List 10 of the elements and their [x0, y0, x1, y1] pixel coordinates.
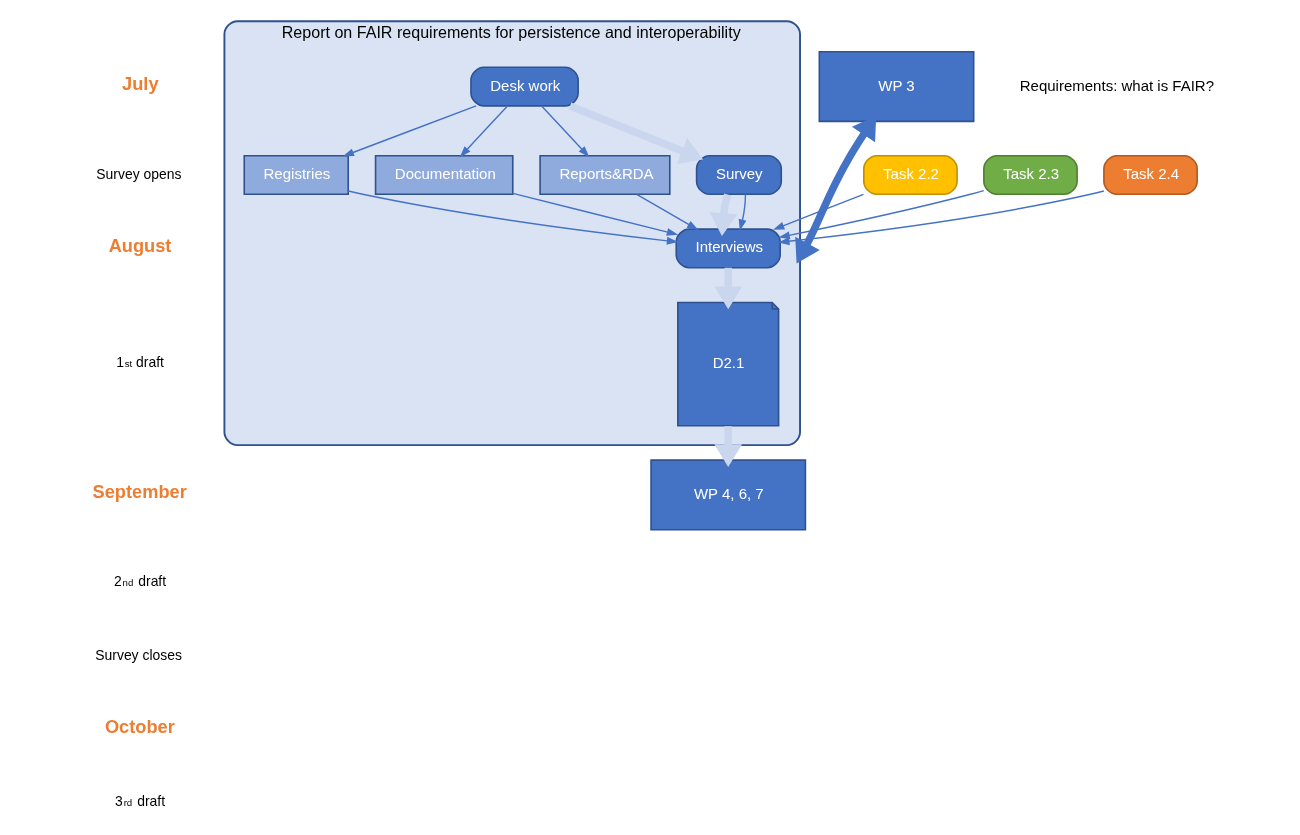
label: Survey opens — [95, 165, 181, 182]
label: Requirements: what is FAIR? — [1019, 76, 1214, 94]
label: 2nd draft — [113, 572, 166, 589]
label: 1st draft — [115, 353, 164, 370]
label: August — [108, 235, 171, 256]
label: 3rd draft — [114, 792, 165, 809]
label: July — [121, 73, 159, 94]
label: Survey closes — [94, 646, 182, 663]
label: September — [92, 482, 187, 503]
label: October — [104, 717, 175, 738]
